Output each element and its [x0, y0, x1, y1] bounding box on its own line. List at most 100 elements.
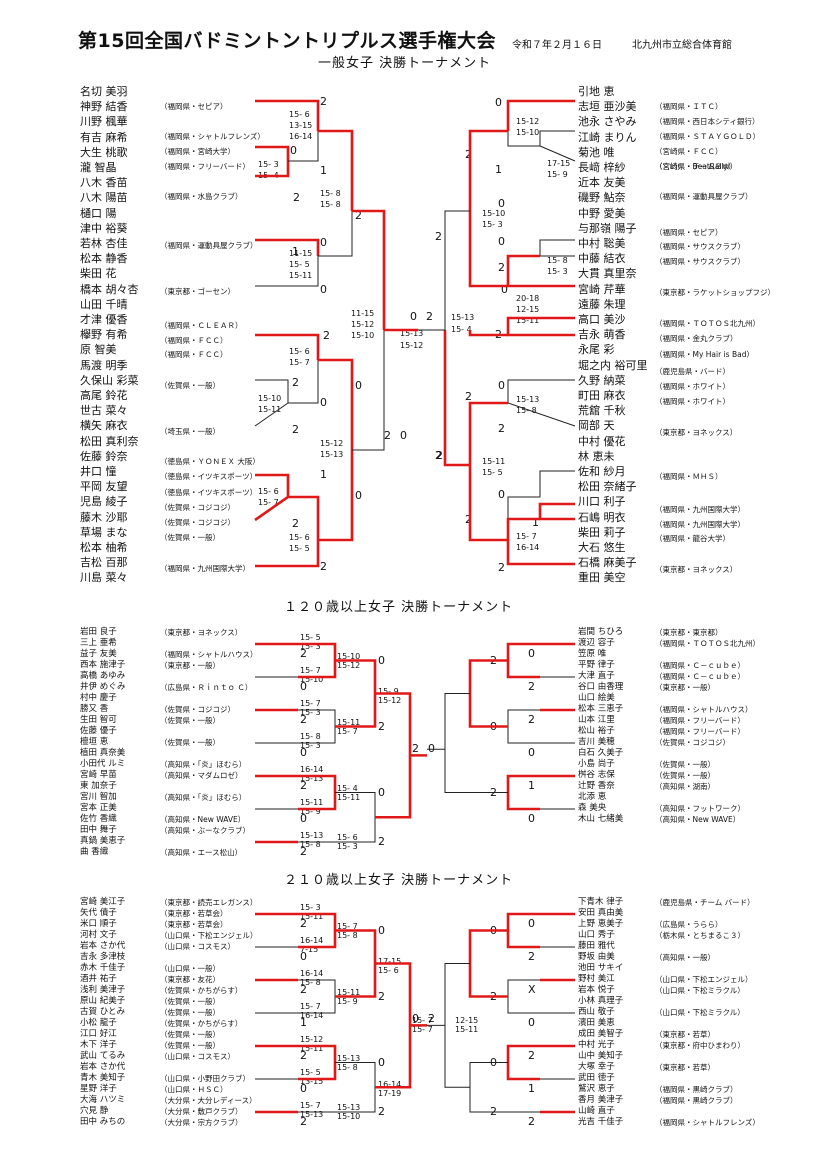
player-name-right: 成田 美智子 — [578, 1029, 624, 1039]
player-name-right: 石橋 麻美子 — [578, 556, 637, 570]
score: 15- 5 — [300, 633, 321, 642]
affiliation-right: （宮崎県・ＦＣＣ） — [655, 147, 723, 156]
bracket-line — [318, 129, 354, 211]
player-name-right: 森 美央 — [578, 803, 607, 813]
player-name-left: 酒井 祐子 — [80, 974, 117, 984]
bracket-line — [506, 642, 540, 679]
bracket-line — [254, 379, 289, 427]
bracket-line — [255, 333, 320, 360]
affiliation-left: （福岡県・シャトルフレンズ） — [160, 132, 265, 141]
bracket-line — [468, 330, 508, 337]
score: 15- 8 — [337, 1062, 358, 1072]
bracket-line — [255, 256, 319, 287]
score: 15- 6 — [289, 533, 310, 542]
affiliation-right: （福岡県・ＳＴＡＹＧＯＬＤ） — [655, 132, 760, 141]
affiliation-right: （福岡県・九州国際大学） — [655, 520, 745, 529]
player-name-right: 小林 真理子 — [578, 996, 624, 1006]
match-result: 2 — [355, 209, 362, 222]
affiliation-right: （高知県・湖南） — [655, 782, 715, 791]
player-name-right: 野村 美江 — [578, 974, 615, 984]
match-result: 2 — [428, 1012, 435, 1026]
affiliation-right: （福岡県・ＭＨＳ） — [655, 472, 723, 481]
affiliation-left: （高知県・New WAVE） — [160, 815, 246, 824]
player-name-left: 松本 静香 — [80, 252, 128, 266]
player-name-right: 木山 七緒美 — [578, 814, 624, 824]
player-name-left: 藤木 沙耶 — [80, 510, 128, 524]
score: 15- 8 — [320, 189, 341, 198]
score: 15- 7 — [337, 921, 358, 931]
bracket-line — [318, 358, 354, 450]
affiliation-left: （佐賀県・かちがらす） — [160, 986, 243, 995]
bracket-line — [298, 1044, 337, 1081]
player-name-left: 勝又 香 — [80, 704, 109, 714]
score: 15- 6 — [337, 833, 358, 842]
affiliation-left: （高知県・ぶーなクラブ） — [160, 826, 250, 835]
player-name-right: 永尾 彩 — [578, 343, 615, 357]
bracket-line — [468, 929, 508, 998]
score: 15-12 — [516, 117, 540, 126]
player-name-right: 西山 敬子 — [578, 1007, 615, 1017]
match-result: 2 — [498, 422, 505, 435]
score: 17-19 — [378, 1089, 402, 1099]
affiliation-right: （鹿児島県・チーム バード） — [655, 898, 755, 907]
affiliation-right: （山口県・下松エンジェル） — [655, 975, 753, 984]
affiliation-left: （東京都・ヨネックス） — [160, 628, 243, 637]
affiliation-right: （福岡県・シャトルハウス） — [655, 705, 753, 714]
score: 15- 9 — [547, 170, 568, 179]
player-name-left: 木下 洋子 — [80, 1040, 117, 1050]
bracket-line — [507, 709, 540, 744]
player-name-right: 武田 徳子 — [578, 1073, 615, 1083]
affiliation-right: （宮崎県・チームＢＷ） — [655, 162, 738, 171]
score: 15-12 — [320, 439, 344, 448]
affiliation-right: （福岡県・ＩＴＣ） — [655, 102, 723, 111]
player-name-left: 田中 みちの — [80, 1117, 126, 1127]
score: 15-12 — [351, 320, 375, 329]
affiliation-left: （佐賀県・コジコジ） — [160, 503, 235, 512]
bracket-line — [298, 774, 337, 811]
player-name-left: 宮崎 美江子 — [80, 897, 126, 907]
affiliation-left: （佐賀県・一般） — [160, 1041, 220, 1050]
match-result: 0 — [498, 197, 505, 210]
player-name-right: 山口 秀子 — [578, 930, 615, 940]
match-result: 0 — [355, 379, 362, 392]
bracket-line — [288, 360, 319, 404]
player-name-right: 長﨑 梓紗 — [578, 161, 626, 174]
score: 16-14 — [378, 1080, 402, 1090]
score: 15- 9 — [337, 996, 358, 1006]
bracket-line — [507, 379, 576, 427]
score: 15- 3 — [300, 642, 321, 651]
score: 15-11 — [482, 457, 506, 466]
affiliation-right: （福岡県・My Hair is Bad） — [655, 350, 754, 359]
match-result: 0 — [320, 236, 327, 249]
affiliation-left: （福岡県・ＦＣＣ） — [160, 350, 228, 359]
score: 15- 6 — [378, 965, 399, 975]
affiliation-left: （徳島県・イツキスポーツ） — [160, 472, 258, 481]
player-name-left: 江口 好江 — [80, 1029, 117, 1039]
score: 15-11 — [516, 316, 540, 325]
score: 17-15 — [378, 956, 402, 966]
match-result: 0 — [320, 283, 327, 296]
bracket-line — [254, 473, 290, 522]
affiliation-left: （東京都・若草会） — [160, 920, 228, 929]
player-name-right: 岩本 悦子 — [578, 985, 615, 995]
affiliation-left: （佐賀県・一般） — [160, 738, 220, 747]
player-name-left: 神野 結香 — [80, 100, 128, 114]
bracket-line — [255, 238, 320, 256]
affiliation-right: （高知県・一般） — [655, 953, 715, 962]
affiliation-left: （佐賀県・一般） — [160, 997, 220, 1006]
player-name-right: 下青木 律子 — [578, 897, 624, 907]
match-result: 2 — [528, 1049, 535, 1062]
event-venue: 北九州市立総合体育館 — [632, 40, 732, 51]
match-result: 0 — [498, 488, 505, 501]
player-name-right: 磯野 鮎奈 — [578, 191, 626, 205]
score: 15- 4 — [451, 325, 472, 334]
match-result: 2 — [465, 513, 472, 526]
player-name-left: 高尾 鈴花 — [80, 389, 128, 402]
player-name-right: 大石 悠生 — [578, 541, 626, 554]
player-name-left: 津中 裕葵 — [80, 221, 128, 235]
score: 15-13 — [300, 1110, 324, 1119]
player-name-left: 檀垣 恵 — [80, 737, 109, 747]
player-name-right: 岩間 ちひろ — [578, 627, 624, 637]
player-name-left: 真鍋 美恵子 — [80, 836, 126, 846]
player-name-right: 濱田 美恵 — [578, 1018, 615, 1028]
